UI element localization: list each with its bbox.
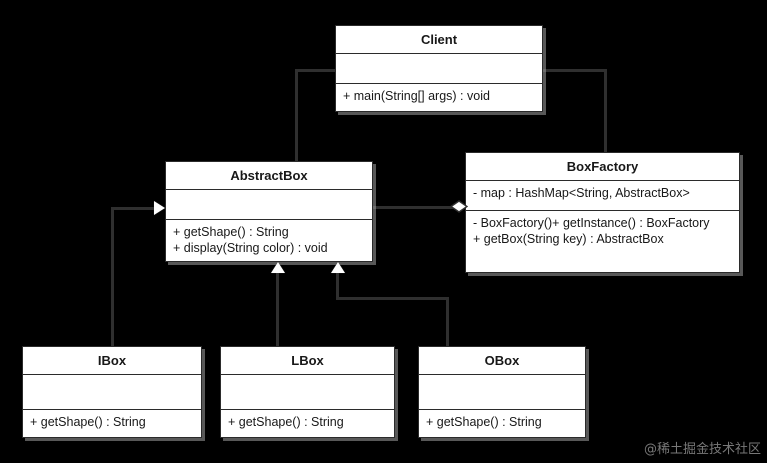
connector-boxfactory-abstractbox [373, 206, 461, 209]
watermark-text: @稀土掘金技术社区 [643, 442, 761, 457]
connector-lbox-abstractbox-v [276, 272, 279, 347]
class-box-lbox[interactable]: LBox + getShape() : String [220, 346, 395, 438]
class-attributes-ibox [23, 375, 201, 410]
operation-row: + getShape() : String [426, 415, 542, 429]
generalization-arrow-ibox-icon [154, 201, 165, 215]
class-attributes-lbox [221, 375, 394, 410]
class-box-abstractbox[interactable]: AbstractBox + getShape() : String + disp… [165, 161, 373, 262]
connector-obox-abstractbox-v1 [446, 297, 449, 347]
class-box-boxfactory[interactable]: BoxFactory - map : HashMap<String, Abstr… [465, 152, 740, 273]
operation-row: - BoxFactory()+ getInstance() : BoxFacto… [473, 216, 710, 230]
class-name-boxfactory: BoxFactory [466, 153, 739, 181]
operation-row: + getShape() : String [30, 415, 146, 429]
class-name-ibox: IBox [23, 347, 201, 375]
connector-client-boxfactory-v [604, 69, 607, 155]
generalization-arrow-lbox-icon [271, 262, 285, 273]
connector-obox-abstractbox-h [336, 297, 449, 300]
class-name-abstractbox: AbstractBox [166, 162, 372, 190]
class-operations-lbox: + getShape() : String [221, 410, 394, 435]
class-box-obox[interactable]: OBox + getShape() : String [418, 346, 586, 438]
class-operations-obox: + getShape() : String [419, 410, 585, 435]
operation-row: + main(String[] args) : void [343, 89, 490, 103]
attribute-row: - map : HashMap<String, AbstractBox> [473, 186, 690, 200]
operation-row: + getShape() : String [228, 415, 344, 429]
connector-obox-abstractbox-v2 [336, 272, 339, 299]
connector-client-abstractbox-h1 [295, 69, 337, 72]
operation-row: + getBox(String key) : AbstractBox [473, 232, 664, 246]
class-box-ibox[interactable]: IBox + getShape() : String [22, 346, 202, 438]
class-attributes-boxfactory: - map : HashMap<String, AbstractBox> [466, 181, 739, 211]
class-attributes-client [336, 54, 542, 84]
class-operations-ibox: + getShape() : String [23, 410, 201, 435]
operation-row: + display(String color) : void [173, 241, 328, 255]
class-name-client: Client [336, 26, 542, 54]
connector-client-abstractbox-v [295, 69, 298, 164]
class-name-lbox: LBox [221, 347, 394, 375]
class-box-client[interactable]: Client + main(String[] args) : void [335, 25, 543, 112]
class-attributes-obox [419, 375, 585, 410]
operation-row: + getShape() : String [173, 225, 289, 239]
class-name-obox: OBox [419, 347, 585, 375]
class-operations-boxfactory: - BoxFactory()+ getInstance() : BoxFacto… [466, 211, 739, 252]
class-attributes-abstractbox [166, 190, 372, 220]
aggregation-diamond-icon [450, 200, 468, 213]
connector-ibox-abstractbox-v1 [111, 207, 114, 347]
class-operations-client: + main(String[] args) : void [336, 84, 542, 109]
generalization-arrow-obox-icon [331, 262, 345, 273]
connector-client-boxfactory-h1 [541, 69, 607, 72]
class-operations-abstractbox: + getShape() : String + display(String c… [166, 220, 372, 261]
connector-ibox-abstractbox-h [111, 207, 157, 210]
